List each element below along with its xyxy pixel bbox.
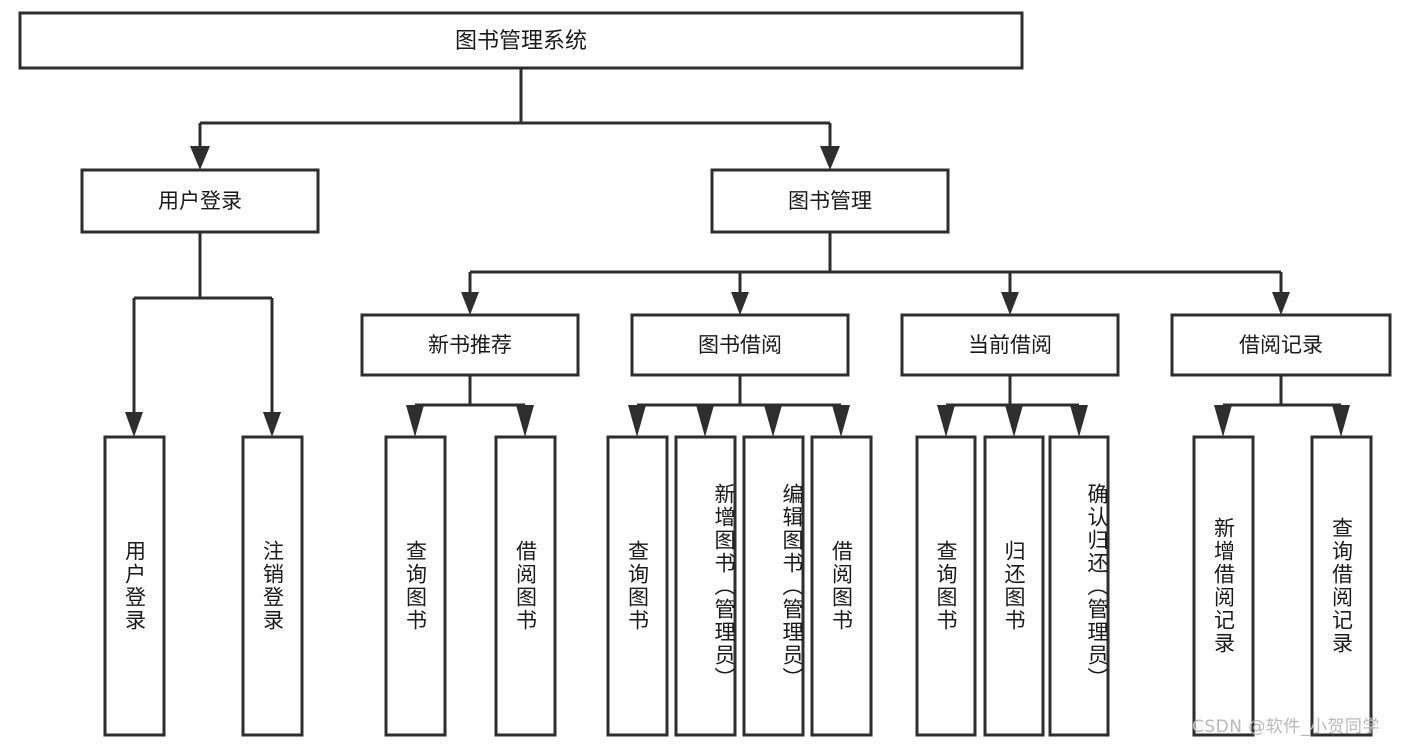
- node-user-login-label: 用户登录: [158, 189, 242, 213]
- node-borrow-record-box[interactable]: [1170, 313, 1392, 377]
- node-root-label: 图书管理系统: [455, 29, 587, 54]
- connector-group-new-book-to-leaves: [406, 375, 534, 437]
- node-current-borrow-box[interactable]: [900, 313, 1120, 377]
- connector-group-book-borrow-to-leaves: [628, 375, 850, 437]
- node-root[interactable]: 图书管理系统: [18, 11, 1024, 70]
- node-book-borrow-label: 图书借阅: [698, 333, 782, 357]
- arrow-head-cb-leaf-3: [1070, 405, 1088, 437]
- arrow-head-cb-leaf-1: [937, 405, 955, 437]
- leaf-boxes-book-borrow: [606, 435, 873, 737]
- connector-group-borrow-record-to-leaves: [1214, 375, 1350, 437]
- arrow-head-br-leaf-2: [1332, 405, 1350, 437]
- leaf-box-br-add-record[interactable]: [1192, 435, 1255, 737]
- node-new-book-recommend-label: 新书推荐: [428, 333, 512, 357]
- connector-group-book-manage-to-level3: [461, 232, 1290, 315]
- node-current-borrow[interactable]: 当前借阅: [900, 313, 1120, 377]
- leaf-boxes-current-borrow: [915, 435, 1110, 737]
- leaf-box-nb-borrow-book[interactable]: [494, 435, 557, 737]
- leaf-box-nb-query-book[interactable]: [384, 435, 447, 737]
- arrow-head-bb-leaf-3: [764, 405, 782, 437]
- node-borrow-record-label: 借阅记录: [1239, 333, 1323, 357]
- arrow-head-new-book: [461, 292, 479, 315]
- arrow-head-nb-leaf-2: [516, 405, 534, 437]
- leaf-boxes-new-book-recommend: [384, 435, 557, 737]
- watermark-text: CSDN @软件_小贺同学: [1192, 717, 1380, 737]
- connector-group-root-to-level2: [190, 68, 840, 170]
- node-user-login[interactable]: 用户登录: [80, 168, 320, 234]
- arrow-head-current-borrow: [1001, 292, 1019, 315]
- connector-group-user-login-to-leaves: [125, 232, 281, 437]
- arrow-head-leaf-user-login: [125, 412, 143, 437]
- leaf-box-br-query-record[interactable]: [1310, 435, 1373, 737]
- leaf-box-bb-edit-book[interactable]: [742, 435, 805, 737]
- leaf-box-cb-confirm-return[interactable]: [1048, 435, 1110, 737]
- arrow-head-bb-leaf-4: [832, 405, 850, 437]
- connector-group-current-borrow-to-leaves: [937, 375, 1088, 437]
- node-borrow-record[interactable]: 借阅记录: [1170, 313, 1392, 377]
- node-root-box[interactable]: [18, 11, 1024, 70]
- arrow-head-nb-leaf-1: [406, 405, 424, 437]
- arrow-head-leaf-logout: [263, 412, 281, 437]
- node-book-borrow-box[interactable]: [630, 313, 850, 377]
- node-book-borrow[interactable]: 图书借阅: [630, 313, 850, 377]
- leaf-box-cb-return-book[interactable]: [983, 435, 1045, 737]
- arrow-head-book-manage: [820, 146, 840, 170]
- leaf-box-user-login[interactable]: [103, 435, 166, 737]
- arrow-head-cb-leaf-2: [1005, 405, 1023, 437]
- node-current-borrow-label: 当前借阅: [968, 333, 1052, 357]
- leaf-box-cb-query-book[interactable]: [915, 435, 977, 737]
- arrow-head-bb-leaf-1: [628, 405, 646, 437]
- leaf-box-logout[interactable]: [241, 435, 304, 737]
- leaf-box-bb-add-book[interactable]: [674, 435, 737, 737]
- node-book-manage[interactable]: 图书管理: [710, 168, 950, 234]
- leaf-box-bb-borrow-book[interactable]: [810, 435, 873, 737]
- arrow-head-user-login: [190, 146, 210, 170]
- node-new-book-recommend-box[interactable]: [360, 313, 580, 377]
- leaf-boxes-user-login: [103, 435, 304, 737]
- node-book-manage-label: 图书管理: [788, 189, 872, 213]
- node-new-book-recommend[interactable]: 新书推荐: [360, 313, 580, 377]
- arrow-head-bb-leaf-2: [696, 405, 714, 437]
- arrow-head-book-borrow: [731, 292, 749, 315]
- arrow-head-br-leaf-1: [1214, 405, 1232, 437]
- node-book-manage-box[interactable]: [710, 168, 950, 234]
- leaf-boxes-borrow-record: [1192, 435, 1373, 737]
- node-user-login-box[interactable]: [80, 168, 320, 234]
- leaf-box-bb-query-book[interactable]: [606, 435, 669, 737]
- arrow-head-borrow-record: [1272, 292, 1290, 315]
